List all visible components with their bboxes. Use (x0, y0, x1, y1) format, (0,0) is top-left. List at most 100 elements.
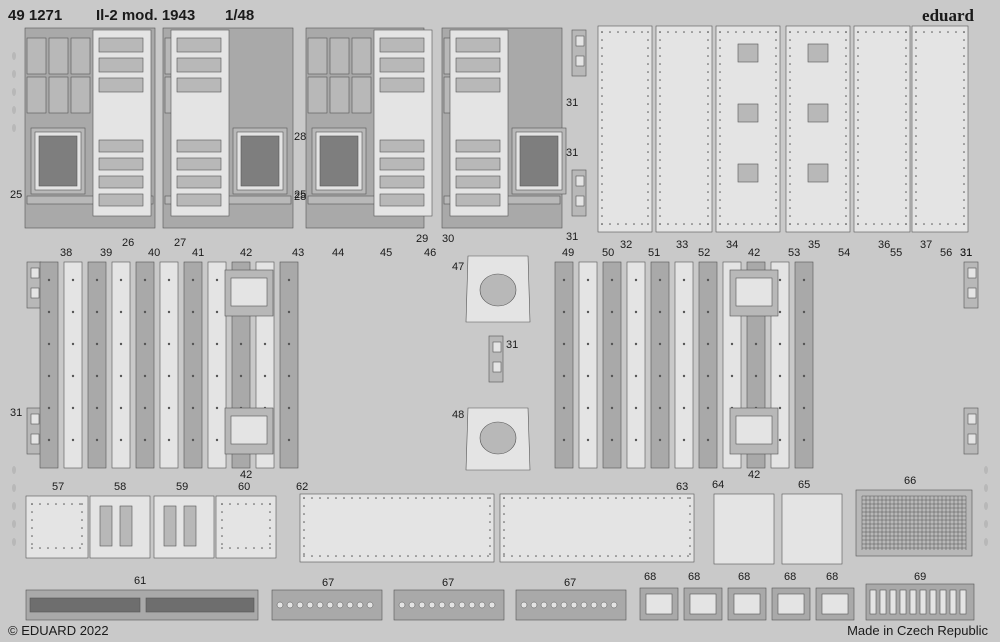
strip-rivet (191, 438, 195, 442)
panel-rivet (915, 191, 917, 193)
panel-rivet (963, 151, 965, 153)
stud (398, 601, 406, 609)
stud (570, 601, 578, 609)
panel-rivet (881, 31, 883, 33)
panel-rivet (609, 31, 611, 33)
panel-rivet (845, 103, 847, 105)
panel-rivet (719, 127, 721, 129)
panel-rivet (789, 95, 791, 97)
strip-rivet (658, 278, 662, 282)
panel-rivet (905, 39, 907, 41)
panel-rivet (641, 223, 643, 225)
part-number-label: 31 (566, 147, 578, 159)
long-strip-part (554, 261, 574, 469)
stud (600, 601, 608, 609)
panel-rivet (647, 223, 649, 225)
panel-rivet (857, 47, 859, 49)
strip-rivet (215, 342, 219, 346)
panel-rivet (647, 55, 649, 57)
panel-rivet (963, 55, 965, 57)
panel-rivet (845, 199, 847, 201)
louver-slat (98, 77, 144, 93)
strip-rivet (706, 342, 710, 346)
panel-rivet (905, 215, 907, 217)
panel-rivet (707, 151, 709, 153)
panel-rivet (845, 215, 847, 217)
panel-rivet (845, 175, 847, 177)
panel-rivet (601, 111, 603, 113)
panel-rivet (789, 215, 791, 217)
panel-rivet (719, 191, 721, 193)
part-number-label: 31 (960, 247, 972, 259)
stud (478, 601, 486, 609)
panel-rivet (719, 167, 721, 169)
panel-rivet (601, 127, 603, 129)
part-number-label: 42 (240, 247, 252, 259)
panel-rivet (707, 167, 709, 169)
riveted-panel (853, 25, 911, 233)
panel-rivet (487, 497, 489, 499)
edge-vent-mark (12, 52, 16, 60)
strip-rivet (167, 374, 171, 378)
panel-rivet (647, 71, 649, 73)
panel-rivet (551, 497, 553, 499)
plate-rivet (253, 503, 255, 505)
strip-rivet (802, 310, 806, 314)
plate-rivet (55, 547, 57, 549)
long-strip-part (698, 261, 718, 469)
panel-rivet (789, 71, 791, 73)
access-hatch (737, 103, 759, 123)
part-number-label: 52 (698, 247, 710, 259)
part-number-label: 26 (122, 237, 134, 249)
panel-rivet (503, 521, 505, 523)
cover-plate (25, 495, 89, 559)
panel-rivet (707, 215, 709, 217)
small-tab-detail (967, 267, 977, 279)
panel-rivet (511, 555, 513, 557)
panel-rivet (671, 555, 673, 557)
part-number-label: 50 (602, 247, 614, 259)
strip-rivet (191, 374, 195, 378)
strip-rivet (263, 374, 267, 378)
panel-rivet (813, 223, 815, 225)
strip-rivet (562, 310, 566, 314)
panel-rivet (375, 497, 377, 499)
panel-rivet (775, 127, 777, 129)
panel-rivet (873, 223, 875, 225)
panel-rivet (707, 71, 709, 73)
small-tab-detail (575, 195, 585, 207)
panel-rivet (775, 103, 777, 105)
strip-rivet (778, 310, 782, 314)
panel-rivet (751, 223, 753, 225)
panel-rivet (567, 555, 569, 557)
plate-rivet (81, 535, 83, 537)
latch-box-inner (735, 415, 773, 445)
panel-rivet (601, 143, 603, 145)
panel-rivet (775, 87, 777, 89)
panel-rivet (687, 497, 689, 499)
panel-rivet (719, 175, 721, 177)
panel-rivet (865, 31, 867, 33)
panel-rivet (415, 555, 417, 557)
panel-rivet (503, 529, 505, 531)
part-number-label: 30 (442, 233, 454, 245)
strip-rivet (658, 374, 662, 378)
panel-rivet (789, 31, 791, 33)
panel-rivet (719, 119, 721, 121)
panel-rivet (609, 223, 611, 225)
panel-rivet (519, 497, 521, 499)
panel-rivet (667, 223, 669, 225)
panel-rivet (601, 159, 603, 161)
panel-rivet (659, 87, 661, 89)
panel-rivet (905, 183, 907, 185)
panel-rivet (857, 31, 859, 33)
panel-rivet (955, 31, 957, 33)
strip-rivet (287, 342, 291, 346)
panel-rivet (905, 127, 907, 129)
strip-rivet (754, 342, 758, 346)
strip-rivet (586, 438, 590, 442)
plate-rivet (269, 519, 271, 521)
plate-rivet (31, 527, 33, 529)
strip-rivet (71, 342, 75, 346)
stud (366, 601, 374, 609)
